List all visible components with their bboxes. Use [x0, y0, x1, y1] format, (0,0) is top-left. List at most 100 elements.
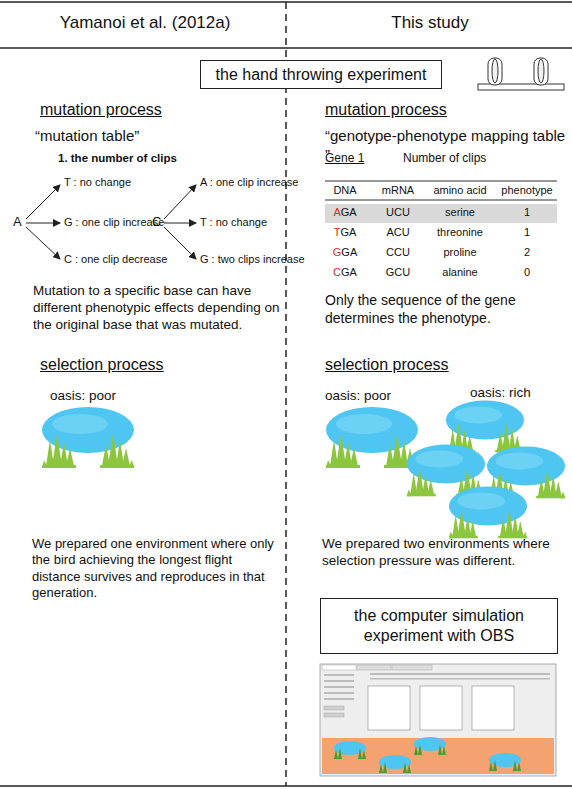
- table-cell: CGA: [333, 266, 357, 280]
- table-cell-wrap: 0: [524, 266, 530, 280]
- trait-name-wrap: Number of clips: [403, 151, 486, 166]
- experiment-box: the computer simulation experiment with …: [320, 598, 558, 654]
- table-header: DNA: [333, 184, 356, 196]
- description-text-wrap: Only the sequence of the gene determines…: [325, 292, 560, 327]
- table-cell-wrap: AGA: [333, 206, 356, 220]
- mutation-effect-wrap: G : one clip increase: [64, 216, 164, 230]
- table-cell-wrap: TGA: [334, 226, 357, 240]
- mutation-effect-wrap: C : one clip decrease: [64, 253, 167, 267]
- section-heading-wrap: mutation process: [40, 100, 162, 120]
- table-header-wrap: amino acid: [433, 184, 486, 198]
- table-cell-wrap: serine: [445, 206, 475, 220]
- table-cell: serine: [445, 206, 475, 218]
- table-cell-wrap: UCU: [386, 206, 410, 220]
- section-heading: selection process: [325, 356, 449, 373]
- section-heading-wrap: mutation process: [325, 100, 447, 120]
- base-letter-wrap: C: [152, 214, 161, 230]
- column-heading: This study: [391, 13, 468, 32]
- mutation-effect-wrap: T : no change: [64, 176, 131, 190]
- table-rule: [325, 181, 557, 182]
- table-cell-wrap: GCU: [386, 266, 410, 280]
- table-cell: TGA: [334, 226, 357, 240]
- table-cell: 1: [524, 206, 530, 218]
- table-title: “mutation table”: [35, 127, 139, 144]
- table-cell-wrap: CGA: [333, 266, 357, 280]
- section-heading-wrap: selection process: [325, 355, 449, 375]
- column-divider: [285, 2, 287, 786]
- table-cell: ACU: [386, 226, 409, 238]
- box-text: the computer simulation experiment with …: [329, 606, 549, 646]
- table-cell-wrap: 1: [524, 206, 530, 220]
- base-letter: C: [152, 214, 161, 229]
- table-cell: UCU: [386, 206, 410, 218]
- header-rule: [0, 47, 572, 49]
- mutation-effect-wrap: G : two clips increase: [200, 253, 305, 267]
- table-header-wrap: mRNA: [382, 184, 414, 198]
- table-cell: alanine: [442, 266, 477, 278]
- table-header-wrap: phenotype: [501, 184, 552, 198]
- description-text-wrap: We prepared two environments where selec…: [322, 536, 562, 570]
- description-text: Mutation to a specific base can have dif…: [33, 283, 279, 332]
- environment-label: oasis: poor: [325, 388, 391, 403]
- environment-label-wrap: oasis: poor: [50, 388, 116, 405]
- section-heading-wrap: selection process: [40, 355, 164, 375]
- table-cell: threonine: [437, 226, 483, 238]
- mutation-effect: T : no change: [64, 176, 131, 188]
- table-cell-wrap: alanine: [442, 266, 477, 280]
- base-letter: A: [13, 214, 22, 229]
- table-header: phenotype: [501, 184, 552, 196]
- table-cell: GCU: [386, 266, 410, 278]
- environment-label-wrap: oasis: poor: [325, 388, 391, 405]
- trait-name: Number of clips: [403, 151, 486, 165]
- table-cell-wrap: ACU: [386, 226, 409, 240]
- trait-title-wrap: 1. the number of clips: [58, 151, 177, 165]
- table-header-wrap: DNA: [333, 184, 356, 198]
- table-cell: AGA: [333, 206, 356, 220]
- table-cell-wrap: proline: [443, 246, 476, 260]
- mutation-effect: G : two clips increase: [200, 253, 305, 265]
- simulator-screenshot: [320, 664, 556, 776]
- table-cell-wrap: 2: [524, 246, 530, 260]
- throwing-apparatus: [478, 58, 564, 90]
- oasis-illustration: [326, 407, 418, 468]
- mutation-effect-wrap: T : no change: [200, 216, 267, 230]
- oasis-illustration: [446, 400, 524, 452]
- table-cell: 0: [524, 266, 530, 278]
- environment-label: oasis: poor: [50, 388, 116, 403]
- mutation-effect-wrap: A : one clip increase: [200, 176, 298, 190]
- mutation-effect: T : no change: [200, 216, 267, 228]
- mutation-effect: G : one clip increase: [64, 216, 164, 228]
- section-heading: selection process: [40, 356, 164, 373]
- table-cell-wrap: threonine: [437, 226, 483, 240]
- table-header: amino acid: [433, 184, 486, 196]
- column-heading-wrap: Yamanoi et al. (2012a): [60, 12, 231, 33]
- description-text: We prepared two environments where selec…: [322, 536, 550, 568]
- mutation-effect: A : one clip increase: [200, 176, 298, 188]
- table-cell: GGA: [333, 246, 357, 260]
- table-cell: 1: [524, 226, 530, 238]
- description-text-wrap: Mutation to a specific base can have dif…: [33, 283, 283, 334]
- column-heading: Yamanoi et al. (2012a): [60, 13, 231, 32]
- environment-label-wrap: oasis: rich: [470, 385, 531, 402]
- column-heading-wrap: This study: [391, 12, 468, 33]
- table-cell: proline: [443, 246, 476, 258]
- box-text: the hand throwing experiment: [216, 65, 427, 85]
- table-cell: CCU: [386, 246, 410, 258]
- table-cell-wrap: CCU: [386, 246, 410, 260]
- gene-name: Gene 1: [325, 151, 364, 165]
- mutation-effect: C : one clip decrease: [64, 253, 167, 265]
- description-text: We prepared one environment where only t…: [32, 536, 274, 600]
- table-cell: 2: [524, 246, 530, 258]
- gene-name-wrap: Gene 1: [325, 151, 364, 166]
- section-heading: mutation process: [325, 101, 447, 118]
- table-cell-wrap: 1: [524, 226, 530, 240]
- base-letter-wrap: A: [13, 214, 22, 230]
- description-text-wrap: We prepared one environment where only t…: [32, 536, 284, 601]
- table-header: mRNA: [382, 184, 414, 196]
- description-text: Only the sequence of the gene determines…: [325, 292, 516, 326]
- table-cell-wrap: GGA: [333, 246, 357, 260]
- environment-label: oasis: rich: [470, 385, 531, 400]
- experiment-box: the hand throwing experiment: [200, 60, 442, 89]
- table-title-wrap: “mutation table”: [35, 127, 139, 146]
- oasis-illustration: [449, 486, 527, 538]
